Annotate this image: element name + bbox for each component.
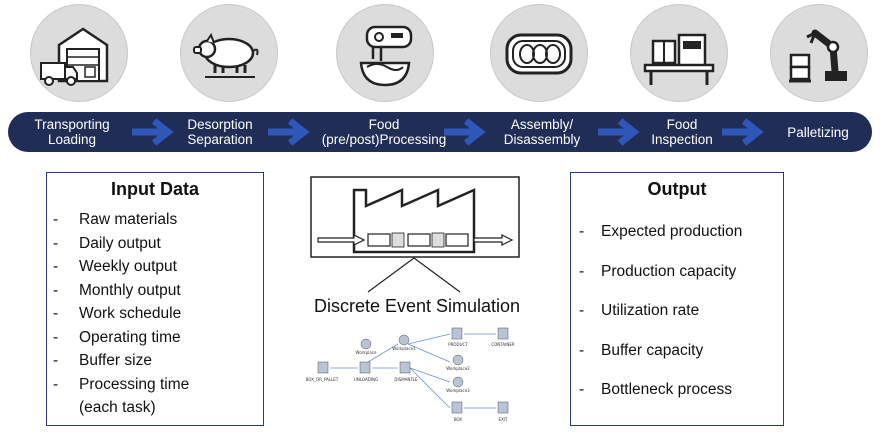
list-item: Raw materials	[47, 208, 263, 232]
list-item: Utilization rate	[571, 291, 783, 331]
flow-arrow-icon	[722, 118, 764, 146]
node-box	[451, 401, 463, 414]
stage-icon-inspection	[630, 4, 728, 102]
list-item: Expected production	[571, 212, 783, 252]
buffer-cell	[431, 232, 445, 248]
flow-arrow-icon	[444, 118, 486, 146]
list-item: Weekly output	[47, 255, 263, 279]
stage-icon-processing	[336, 4, 434, 102]
node-workplace1	[398, 334, 410, 346]
packaged-food-tray-icon	[505, 33, 573, 75]
node-label: CONTAINER	[491, 342, 515, 347]
list-item: Buffer size	[47, 349, 263, 373]
factory-diagram	[310, 176, 520, 293]
process-cell	[407, 233, 431, 247]
warehouse-truck-icon	[40, 27, 109, 86]
output-list: Expected production Production capacity …	[571, 212, 783, 410]
node-product	[451, 327, 463, 340]
input-data-title: Input Data	[111, 179, 199, 199]
node-label: EXIT	[499, 417, 508, 422]
list-item: Monthly output	[47, 279, 263, 303]
node-unloading	[359, 361, 371, 374]
process-cell	[445, 233, 469, 247]
input-data-list: Raw materials Daily output Weekly output…	[47, 208, 263, 420]
node-label: Workplace2	[446, 366, 470, 371]
stage-label-palletizing: Palletizing	[787, 124, 849, 140]
node-workplace	[360, 338, 372, 350]
node-label: Workplace1	[392, 346, 416, 351]
stage-icon-palletizing	[770, 4, 868, 102]
stage-label-desorption: Desorption Separation	[187, 117, 253, 147]
node-exit	[497, 401, 509, 414]
input-data-box: Input Data Raw materials Daily output We…	[46, 172, 264, 426]
stage-icon-desorption	[180, 4, 278, 102]
stage-label-processing: Food (pre/post)Processing	[321, 117, 447, 147]
stage-label-assembly: Assembly/ Disassembly	[503, 117, 581, 147]
output-title: Output	[647, 179, 707, 199]
list-item: Bottleneck process	[571, 370, 783, 410]
list-item: Production capacity	[571, 252, 783, 292]
robot-arm-icon	[789, 29, 847, 83]
output-box: Output Expected production Production ca…	[570, 172, 784, 426]
outflow-arrow	[473, 234, 514, 246]
list-item: Operating time	[47, 326, 263, 350]
process-cell	[367, 233, 391, 247]
flow-arrow-icon	[132, 118, 174, 146]
node-container	[497, 327, 509, 340]
buffer-cell	[391, 232, 405, 248]
stage-label-transporting: Transporting Loading	[34, 117, 110, 147]
node-label: BOX	[454, 417, 463, 422]
inspection-machine-icon	[643, 33, 715, 85]
node-label: Workplace	[356, 350, 377, 355]
node-label: DISMANTLE	[394, 377, 418, 382]
food-mixer-icon	[359, 25, 413, 87]
node-label: UNLOADING	[354, 377, 378, 382]
simulation-title: Discrete Event Simulation	[313, 296, 521, 316]
stage-icon-transporting	[30, 4, 128, 102]
stage-label-inspection: Food Inspection	[651, 117, 713, 147]
list-item: Processing time (each task)	[47, 373, 263, 420]
flow-arrow-icon	[268, 118, 310, 146]
node-dismantle	[399, 361, 411, 374]
zoom-lines	[367, 257, 461, 293]
list-item: Daily output	[47, 232, 263, 256]
node-label: Workplace3	[446, 388, 470, 393]
stage-icon-assembly	[490, 4, 588, 102]
simulation-network: BOX_OR_PALLET UNLOADING Workplace DISMAN…	[306, 327, 515, 422]
node-workplace3	[452, 376, 464, 388]
node-workplace2	[452, 354, 464, 366]
node-label: BOX_OR_PALLET	[306, 377, 339, 382]
inflow-arrow	[317, 234, 366, 246]
node-box-or-pallet	[317, 361, 329, 374]
flow-arrow-icon	[598, 118, 640, 146]
node-label: PRODUCT	[448, 342, 468, 347]
list-item: Buffer capacity	[571, 331, 783, 371]
pig-icon	[193, 32, 259, 78]
list-item: Work schedule	[47, 302, 263, 326]
